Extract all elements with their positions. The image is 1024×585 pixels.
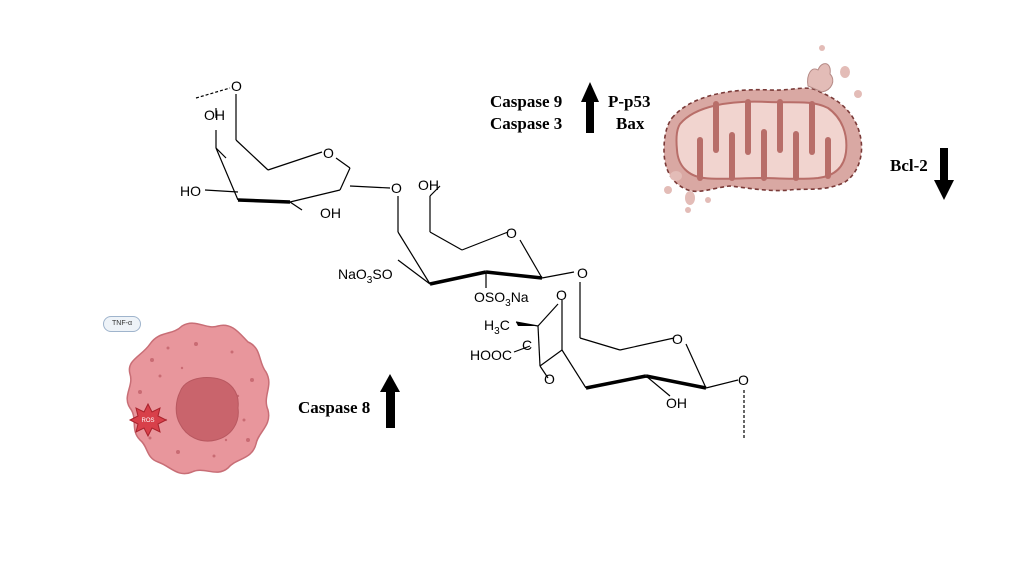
label-caspase-9: Caspase 9 [490, 92, 563, 111]
group-H3C: H3C [484, 317, 510, 337]
atom-OH-ring1-bottom: OH [320, 205, 341, 221]
atom-O-end: O [738, 372, 749, 388]
atom-HO-ring1: HO [180, 183, 201, 199]
group-NaO3SO: NaO3SO [338, 266, 393, 286]
atom-OH-ring2-top: OH [418, 177, 439, 193]
ros-burst-icon: ROS [128, 402, 168, 438]
ros-label: ROS [141, 418, 154, 424]
arrow-up-icon-caspase9 [581, 82, 599, 133]
atom-O-link1: O [391, 180, 402, 196]
cell-nucleus [175, 377, 239, 442]
group-HOOC: HOOC [470, 347, 512, 363]
atom-O-ring3-top: O [556, 287, 567, 303]
label-bax: Bax [616, 114, 645, 133]
arrow-up-icon-caspase8 [380, 374, 400, 428]
atom-O-ring3-acetal: O [544, 371, 555, 387]
label-caspase-8: Caspase 8 [298, 398, 371, 417]
mitochondrion-icon [663, 45, 863, 213]
tnf-alpha-badge: TNF-α [103, 316, 141, 332]
group-OSO3Na: OSO3Na [474, 289, 529, 309]
chemical-structure [195, 87, 745, 438]
apoptotic-cell-icon: ROS [126, 322, 270, 475]
atom-OH-ring1-top: OH [204, 107, 225, 123]
label-bcl-2: Bcl-2 [890, 156, 928, 175]
arrow-down-icon-bcl2 [934, 148, 954, 200]
label-caspase-3: Caspase 3 [490, 114, 563, 133]
atom-O-ring2: O [506, 225, 517, 241]
atom-O-ring1: O [323, 145, 334, 161]
chemical-labels: O OH HO OH O O OH O NaO3SO OSO3Na O O H3… [180, 78, 749, 411]
atom-C-pyruvate: C [522, 337, 532, 353]
label-p-p53: P-p53 [608, 92, 651, 111]
atom-OH-ring3: OH [666, 395, 687, 411]
atom-O-link2: O [577, 265, 588, 281]
atom-O-top: O [231, 78, 242, 94]
atom-O-ring3: O [672, 331, 683, 347]
